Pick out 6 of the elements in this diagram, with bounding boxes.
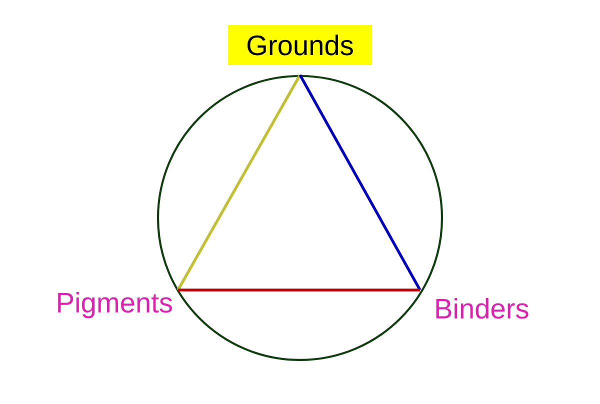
vertex-label: Binders: [436, 298, 528, 319]
triangle-side: [298, 74, 422, 291]
triangle-side: [178, 288, 420, 292]
vertex-label: Pigments: [58, 292, 172, 318]
highlighted-label: Grounds: [228, 25, 372, 65]
triangle-side: [176, 74, 302, 291]
